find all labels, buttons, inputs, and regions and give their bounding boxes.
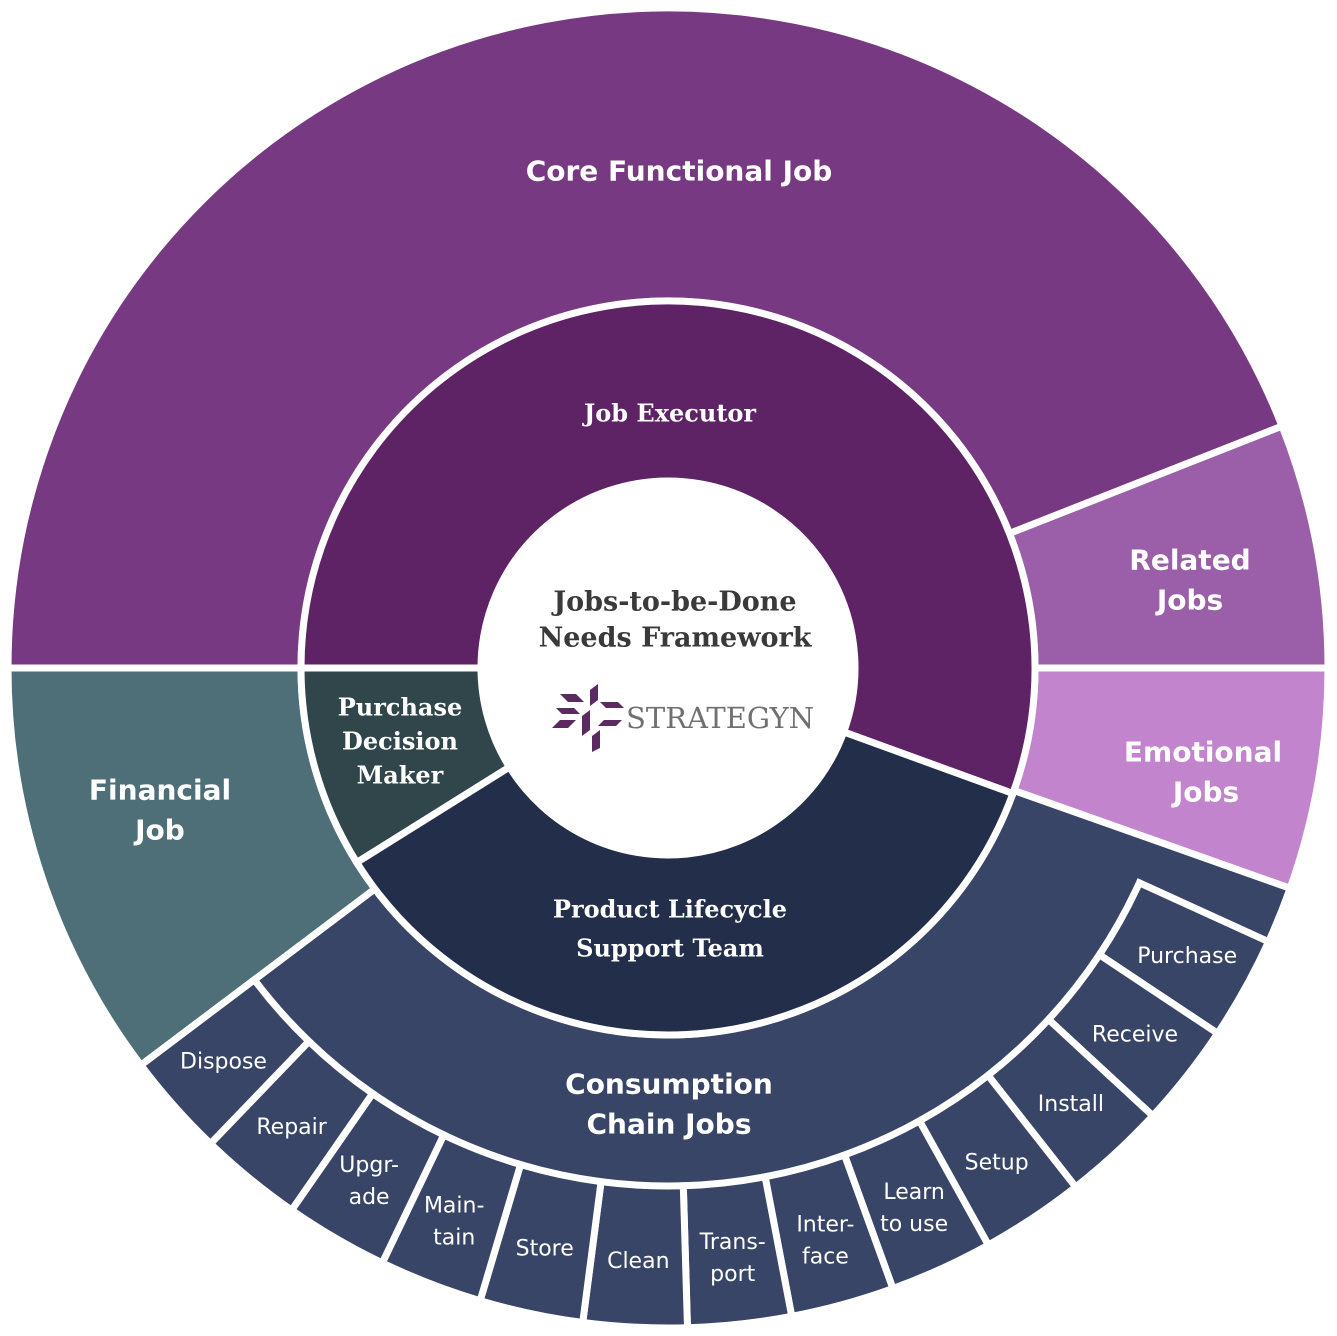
- strategyn-logo-mark: [552, 684, 624, 752]
- center-circle: [481, 481, 855, 855]
- support-team-label-line1: Product Lifecycle: [553, 895, 787, 924]
- consumption-chain-label-line2: Chain Jobs: [586, 1108, 751, 1141]
- emotional-jobs-label-line2: Jobs: [1171, 776, 1239, 809]
- emotional-jobs-label-line1: Emotional: [1124, 736, 1282, 769]
- consumption-step-label: ade: [349, 1185, 390, 1210]
- consumption-step-label: to use: [880, 1212, 948, 1237]
- strategyn-logo-text: STRATEGYN: [626, 701, 814, 735]
- consumption-step-label: port: [710, 1262, 755, 1287]
- support-team-label-line2: Support Team: [576, 934, 764, 963]
- consumption-chain-label-line1: Consumption: [565, 1068, 773, 1101]
- consumption-step-label: Receive: [1092, 1023, 1178, 1048]
- consumption-step-label: Main-: [424, 1194, 484, 1219]
- consumption-step-label: Setup: [965, 1150, 1029, 1175]
- purchase-decision-maker-label-line3: Maker: [357, 761, 444, 790]
- consumption-step-label: Dispose: [180, 1050, 267, 1075]
- job-executor-label: Job Executor: [582, 399, 757, 428]
- related-jobs-label-line2: Jobs: [1155, 584, 1223, 617]
- consumption-step-label: Install: [1038, 1092, 1104, 1117]
- financial-job-label-line1: Financial: [89, 774, 231, 807]
- related-jobs-label-line1: Related: [1129, 544, 1250, 577]
- consumption-step-segment: [135, 974, 314, 1149]
- consumption-step-label: Inter-: [796, 1212, 854, 1237]
- consumption-step-label: face: [802, 1244, 849, 1269]
- purchase-decision-maker-label-line1: Purchase: [338, 693, 463, 722]
- financial-job-label-line2: Job: [133, 814, 185, 847]
- consumption-step-label: Trans-: [699, 1230, 766, 1255]
- consumption-step-label: Learn: [883, 1180, 945, 1205]
- center-title-line2: Needs Framework: [539, 623, 813, 654]
- consumption-step-label: Upgr-: [339, 1153, 399, 1178]
- consumption-step-label: Store: [516, 1237, 574, 1262]
- strategyn-logo: STRATEGYN: [552, 684, 814, 752]
- consumption-step-label: Purchase: [1137, 944, 1237, 969]
- consumption-step-label: Repair: [256, 1115, 327, 1140]
- center-title-line1: Jobs-to-be-Done: [551, 587, 796, 618]
- consumption-step-label: tain: [433, 1226, 475, 1251]
- core-functional-job-label: Core Functional Job: [526, 155, 833, 188]
- purchase-decision-maker-label-line2: Decision: [342, 727, 458, 756]
- consumption-step-label: Clean: [607, 1249, 669, 1274]
